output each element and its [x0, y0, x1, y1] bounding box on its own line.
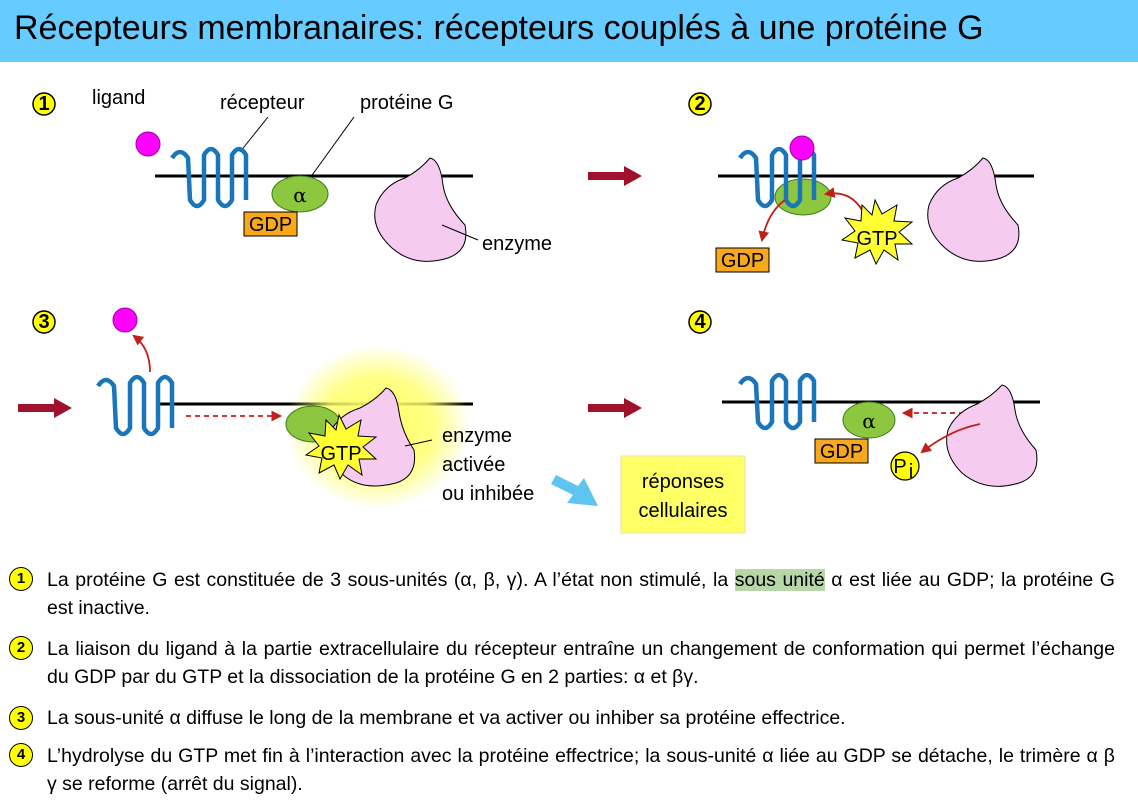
responses-label-line1: réponses [642, 471, 724, 493]
panel-3: 3 GTP enzyme activée ou inhibée réponses… [18, 307, 746, 534]
description-3: La sous-unité α diffuse le long de la me… [47, 707, 846, 729]
alpha-symbol: α [293, 183, 307, 207]
step-badge-1: 1 [32, 92, 56, 116]
pi-release-arrow [920, 423, 981, 454]
svg-text:4: 4 [694, 311, 706, 333]
ligand [135, 131, 161, 157]
gdp-box [715, 247, 770, 273]
ligand-label: ligand [92, 87, 145, 109]
panel-4: 4 α GDP P i [688, 310, 1040, 487]
gdp-label: GDP [820, 441, 863, 463]
description-2: La liaison du ligand à la partie extrace… [47, 638, 1115, 688]
enzyme-pointer [441, 224, 479, 241]
responses-label-line2: cellulaires [639, 500, 728, 522]
g-protein-pointer [309, 116, 355, 179]
gtp-label: GTP [856, 228, 897, 250]
transition-arrow-1-2 [588, 166, 642, 186]
cellular-responses-box [620, 455, 746, 534]
description-1: La protéine G est constituée de 3 sous-u… [47, 569, 1115, 619]
receptor [170, 146, 249, 209]
page-title: Récepteurs membranaires: récepteurs coup… [14, 9, 984, 47]
receptor-label: récepteur [220, 92, 305, 114]
enzyme [374, 157, 467, 262]
gtp-label: GTP [320, 443, 361, 465]
gpcr-diagram: 1 ligand récepteur protéine G α GDP enzy… [18, 87, 1040, 534]
enzyme-activated-label-line2: activée [442, 454, 505, 476]
g-protein-alpha [774, 178, 832, 216]
enzyme-pointer [404, 439, 433, 447]
gdp-release-arrow [758, 199, 786, 243]
svg-text:P: P [893, 456, 906, 478]
transition-arrow-3-4 [588, 398, 642, 418]
ligand [789, 135, 815, 161]
description-4: L’hydrolyse du GTP met fin à l’interacti… [47, 745, 1115, 795]
receptor [738, 372, 817, 431]
svg-text:1: 1 [38, 93, 49, 115]
gdp-box [243, 211, 298, 237]
ligand [112, 307, 138, 333]
enzyme-activated-label-line1: enzyme [442, 425, 512, 447]
step-badge-2: 2 [688, 92, 712, 116]
description-badge-1: 1 [9, 567, 33, 591]
response-arrow [551, 475, 598, 506]
svg-text:2: 2 [694, 93, 705, 115]
gdp-label: GDP [249, 214, 292, 236]
svg-text:3: 3 [38, 311, 49, 333]
transition-arrow-2-3 [18, 398, 72, 418]
title-bar: Récepteurs membranaires: récepteurs coup… [0, 0, 1138, 62]
gtp-burst [304, 413, 378, 481]
receptor [96, 374, 175, 437]
step-badge-3: 3 [32, 310, 56, 334]
g-protein-alpha [842, 401, 896, 439]
step-badge-4: 4 [688, 310, 712, 334]
gtp-entry-arrow [823, 187, 863, 211]
description-badge-2: 2 [9, 636, 33, 660]
description-badge-3: 3 [9, 706, 33, 730]
enzyme-label: enzyme [482, 233, 552, 255]
ligand-release-arrow [132, 334, 151, 373]
phosphate-pi: P i [890, 451, 920, 483]
panel-1: 1 ligand récepteur protéine G α GDP enzy… [32, 87, 552, 262]
description-badge-4: 4 [9, 743, 33, 767]
panel-2: 2 GDP GTP [688, 92, 1034, 273]
svg-text:i: i [909, 461, 913, 483]
gdp-label: GDP [721, 250, 764, 272]
enzyme-activated-label-line3: ou inhibée [442, 483, 534, 505]
highlighted-term: sous unité [734, 569, 825, 591]
gtp-burst [840, 198, 914, 266]
receptor-pointer [239, 116, 269, 153]
alpha-symbol: α [862, 409, 876, 433]
enzyme [927, 157, 1020, 262]
g-protein-label: protéine G [360, 92, 453, 114]
enzyme [946, 384, 1038, 487]
g-protein-alpha [271, 175, 329, 213]
gdp-box [814, 438, 869, 464]
